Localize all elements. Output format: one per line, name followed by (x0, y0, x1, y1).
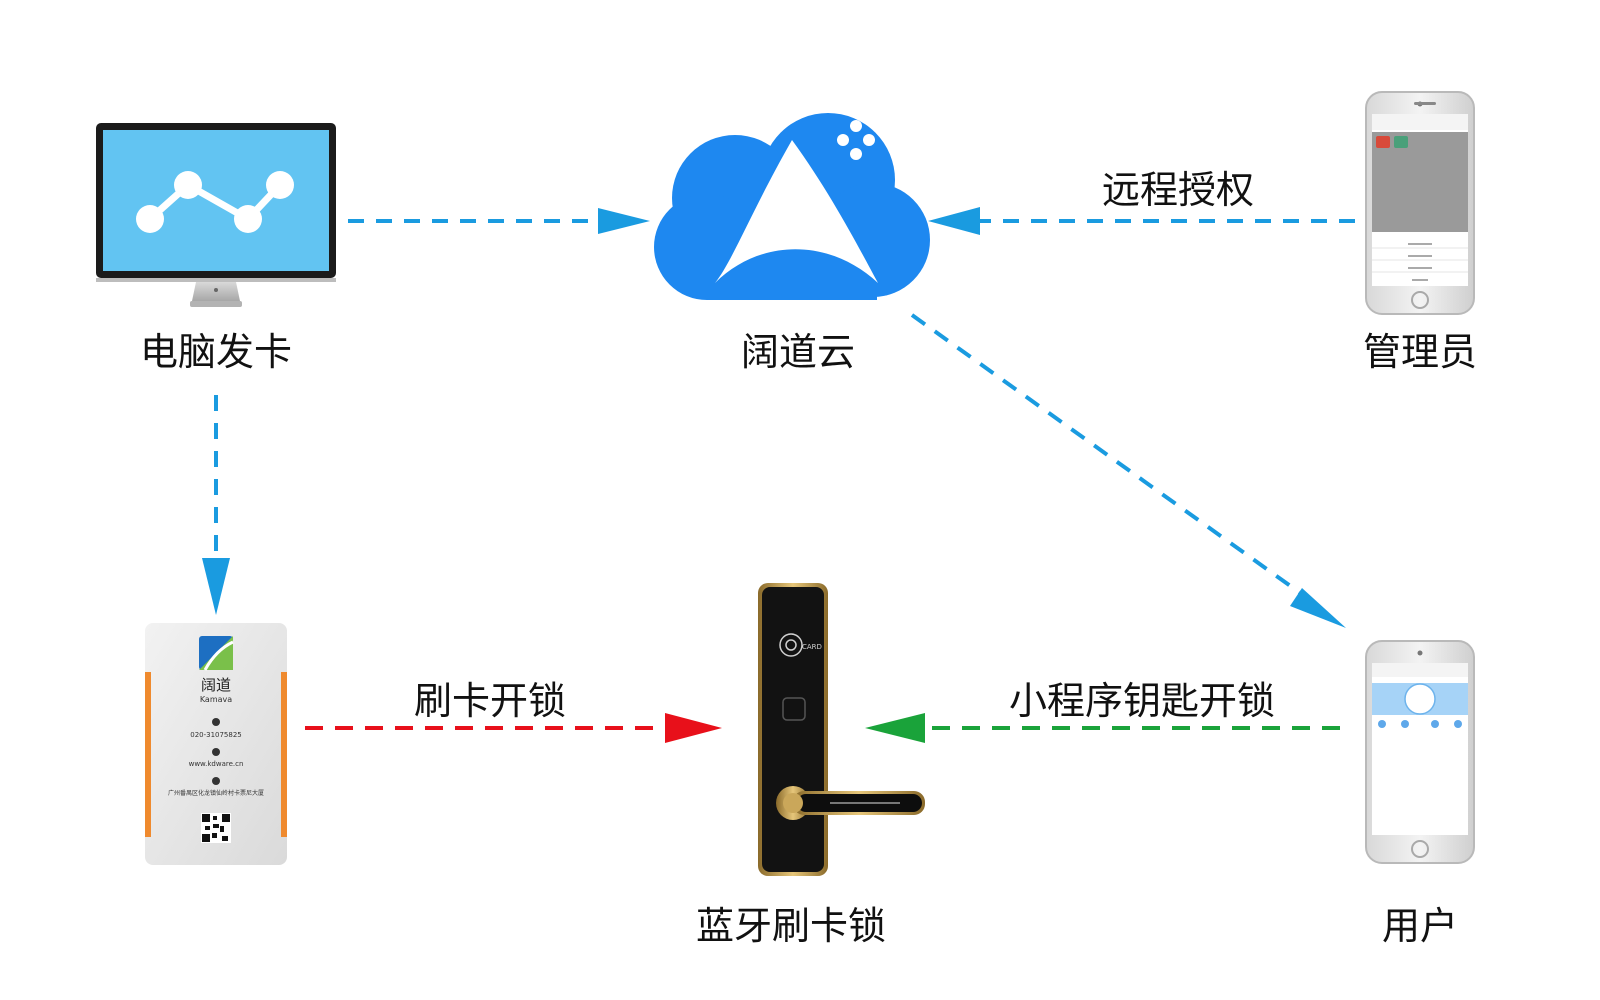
edge-computer-to-cloud (348, 208, 650, 234)
edge-admin-to-cloud (928, 207, 1355, 235)
card-brand-en: Kamava (200, 695, 232, 704)
edge-label-miniapp-unlock: 小程序钥匙开锁 (1008, 679, 1276, 723)
arrowhead-icon (202, 558, 230, 615)
edge-label-remote-auth: 远程授权 (1101, 168, 1255, 212)
admin-phone (1365, 91, 1475, 315)
node-label-lock: 蓝牙刷卡锁 (695, 904, 887, 948)
node-label-computer: 电脑发卡 (139, 330, 293, 374)
bluetooth-card-lock: CARD (758, 583, 925, 876)
node-label-user: 用户 (1381, 904, 1459, 948)
edge-cloud-to-user (910, 313, 1346, 628)
arrowhead-icon (928, 207, 980, 235)
computer-monitor (96, 123, 336, 307)
card-address: 广州番禺区化龙镇仙岭村卡票尼大厦 (168, 789, 264, 797)
edge-user-to-lock (865, 713, 1340, 743)
brand-logo-icon (199, 636, 234, 671)
arrowhead-icon (865, 713, 925, 743)
user-phone (1365, 640, 1475, 864)
web-icon (212, 748, 220, 756)
card-reader-icon: CARD (779, 633, 822, 657)
node-label-cloud: 阔道云 (740, 330, 856, 374)
edge-card-to-lock (305, 713, 722, 743)
location-icon (212, 777, 220, 785)
card-brand: 阔道 (201, 676, 231, 694)
lock-handle (776, 786, 925, 820)
edge-computer-to-card (202, 395, 230, 615)
card-phone: 020-31075825 (190, 731, 242, 739)
arrowhead-icon (598, 208, 650, 234)
node-label-admin: 管理员 (1362, 330, 1478, 374)
keyhole-cover (782, 697, 806, 721)
arrowhead-icon (1290, 588, 1346, 628)
member-card: 阔道 Kamava 020-31075825 www.kdware.cn 广州番… (145, 623, 287, 865)
card-web: www.kdware.cn (189, 760, 244, 768)
cloud-icon (654, 113, 930, 300)
qr-code-icon (201, 813, 231, 843)
phone-icon (212, 718, 220, 726)
edge-label-swipe-unlock: 刷卡开锁 (413, 679, 567, 723)
lock-card-mark: CARD (802, 643, 822, 651)
arrowhead-icon (665, 713, 722, 743)
